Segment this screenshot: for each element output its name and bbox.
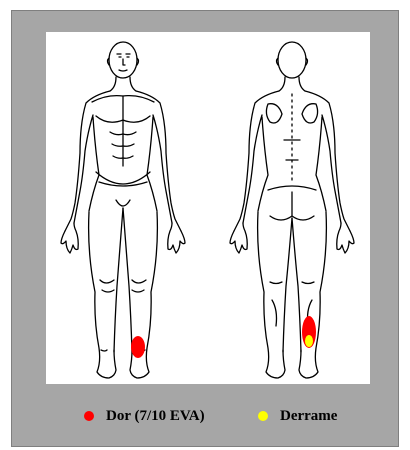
legend-item-pain: Dor (7/10 EVA) bbox=[84, 404, 205, 428]
body-chart-panel bbox=[46, 32, 370, 384]
pain-marker bbox=[131, 336, 145, 358]
legend-item-effusion: Derrame bbox=[258, 404, 337, 428]
legend: Dor (7/10 EVA) Derrame bbox=[84, 404, 374, 428]
body-outline-diagram bbox=[46, 32, 370, 384]
yellow-dot-icon bbox=[258, 411, 268, 421]
front-body-figure bbox=[61, 42, 185, 378]
red-dot-icon bbox=[84, 411, 94, 421]
legend-label-pain: Dor (7/10 EVA) bbox=[106, 408, 205, 425]
back-body-figure bbox=[230, 42, 354, 378]
effusion-inner-marker bbox=[305, 335, 313, 347]
legend-label-effusion: Derrame bbox=[280, 408, 337, 425]
